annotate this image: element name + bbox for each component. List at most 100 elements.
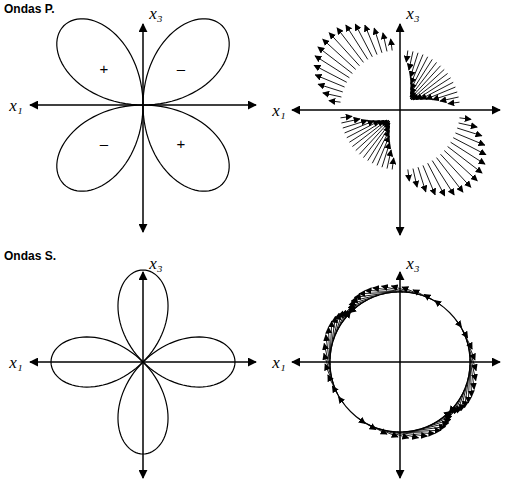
axes [30,24,500,478]
displacement-arrow [448,102,460,104]
displacement-arrow [450,400,459,414]
lobe [57,105,143,191]
displacement-arrow [318,84,343,92]
displacement-arrow [456,319,462,327]
displacement-arrow [421,82,454,99]
displacement-arrow [409,51,413,70]
displacement-arrow [374,28,382,53]
displacement-arrow [435,300,443,306]
displacement-arrow [328,327,330,365]
displacement-arrow [410,59,432,93]
displacement-arrow [362,421,376,430]
polarity-sign: – [100,136,108,151]
displacement-arrow [413,169,417,188]
displacement-arrow [408,169,410,181]
displacement-arrow [418,167,426,192]
displacement-arrow [457,383,466,413]
displacement-arrow [341,116,353,118]
lobe [143,19,229,105]
displacement-arrow [440,97,459,101]
polarity-sign: + [177,136,186,151]
section-heading: Ondas S. [4,250,56,262]
x3-axis [399,24,401,235]
x3-axis [142,272,144,478]
displacement-arrow [357,418,365,424]
displacement-arrow [468,365,470,403]
displacement-arrow [352,120,386,146]
displacement-arrow [385,430,419,437]
displacement-arrow [470,359,472,397]
displacement-arrow [421,419,451,428]
displacement-arrow [335,310,345,335]
displacement-arrow [344,312,350,320]
displacement-arrow [323,93,342,97]
displacement-arrow [428,163,445,196]
axis-label: x₁ [272,354,285,371]
displacement-vectors [314,24,486,438]
displacement-arrow [379,429,409,438]
displacement-arrow [355,24,372,57]
displacement-arrow [459,118,471,120]
axis-label: x₃ [406,5,419,22]
displacement-arrow [424,294,438,303]
displacement-arrow [413,73,447,99]
displacement-arrow [329,101,341,103]
x1-axis [292,109,500,111]
polarity-sign: – [177,61,185,76]
displacement-arrow [382,143,390,168]
displacement-arrow [452,394,462,413]
axis-label: x₁ [272,102,285,119]
displacement-arrow [330,321,332,359]
displacement-arrow [314,65,347,82]
displacement-arrow [315,75,344,87]
x3-axis [399,272,401,478]
displacement-arrow [391,286,421,295]
displacement-arrow [349,295,379,304]
lobe [118,270,168,362]
lobe [143,105,229,191]
displacement-arrow [333,311,342,341]
displacement-arrow [403,430,441,432]
displacement-arrow [347,121,380,138]
axis-label: x₁ [9,354,22,371]
displacement-arrow [368,126,390,160]
lobe-patterns [51,19,235,454]
displacement-arrow [387,150,391,169]
displacement-arrow [341,119,360,123]
displacement-arrow [423,165,435,194]
axis-label: x₃ [406,255,419,272]
section-heading: Ondas P. [4,3,54,15]
reference-circle [330,292,470,432]
displacement-arrow [341,311,350,325]
axis-label: x₃ [149,255,162,272]
displacement-arrow [391,39,393,51]
displacement-arrow [455,133,484,145]
displacement-arrow [457,128,482,136]
displacement-arrow [462,330,472,349]
displacement-arrow [328,375,338,394]
displacement-arrow [368,424,387,434]
displacement-arrow [454,389,464,414]
polarity-sign: + [100,61,109,76]
displacement-arrow [338,310,348,329]
displacement-arrow [365,25,377,54]
displacement-arrow [413,290,432,300]
displacement-arrow [338,397,344,405]
displacement-arrow [382,286,416,293]
displacement-arrow [373,427,398,437]
displacement-arrow [410,53,418,78]
displacement-arrow [402,287,427,297]
displacement-arrow [406,51,408,63]
displacement-arrow [392,158,394,170]
displacement-arrow [359,292,397,294]
axis-label: x₁ [9,97,22,114]
axis-label: x₃ [149,5,162,22]
lobe [57,19,143,105]
displacement-arrow [459,123,478,127]
displacement-arrow [383,33,387,52]
displacement-arrow [332,313,339,347]
x1-axis [292,361,500,363]
displacement-arrow [453,138,486,155]
displacement-arrow [450,405,456,413]
